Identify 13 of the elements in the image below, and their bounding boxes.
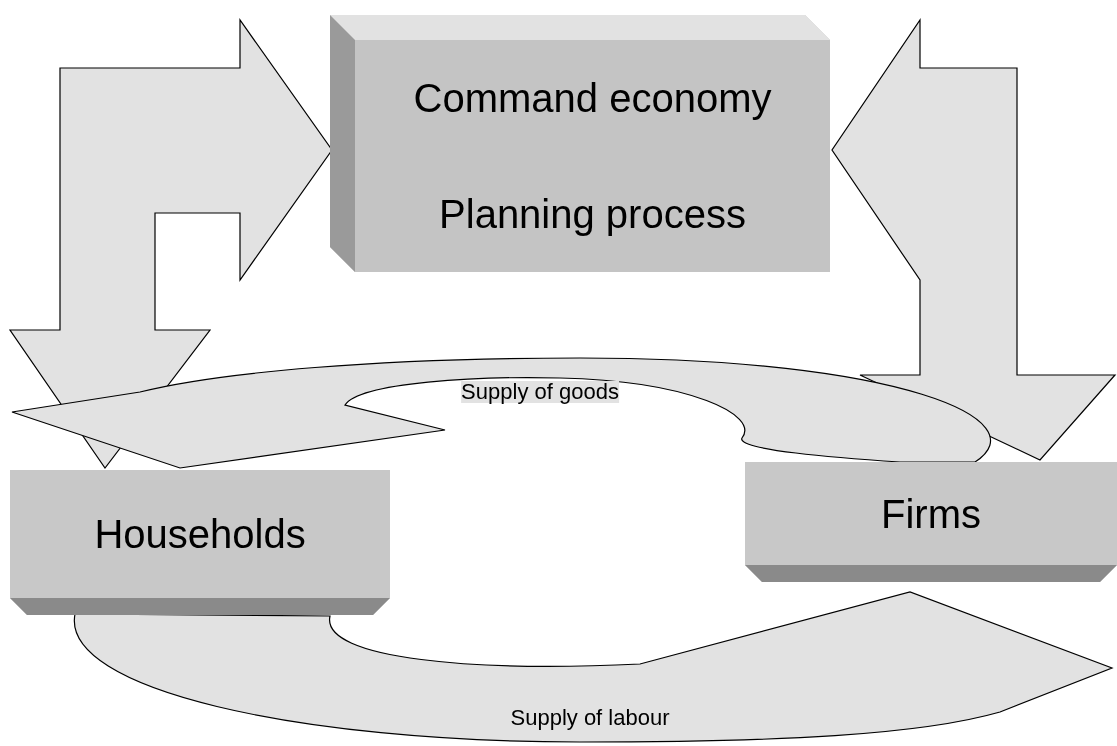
block-arrow bbox=[831, 18, 1117, 461]
box-label: Command economy bbox=[413, 75, 772, 122]
box-label: Planning process bbox=[439, 191, 746, 238]
block-arrow bbox=[8, 18, 333, 470]
box-label: Firms bbox=[881, 490, 981, 538]
process-box bbox=[10, 470, 390, 615]
process-box bbox=[330, 15, 830, 272]
edge-label: Supply of labour bbox=[510, 707, 670, 729]
process-box bbox=[745, 462, 1117, 582]
edge-label: Supply of goods bbox=[461, 381, 619, 403]
box-label: Households bbox=[94, 511, 306, 558]
block-arrow bbox=[11, 357, 992, 469]
block-arrow bbox=[74, 591, 1113, 743]
